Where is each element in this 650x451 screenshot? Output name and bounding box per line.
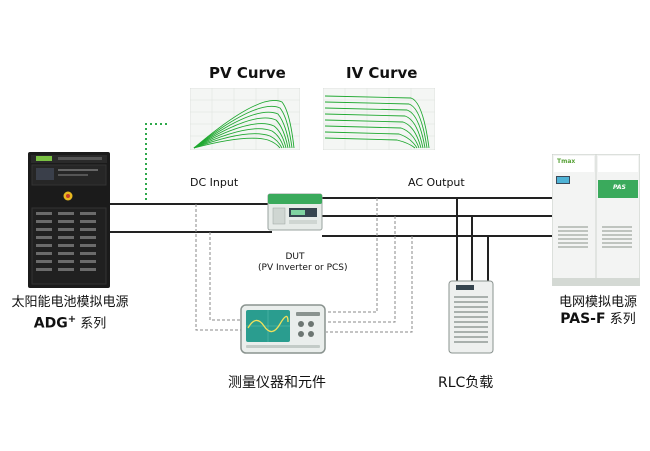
ac-output-label: AC Output [408,176,465,189]
iv-curve-chart [323,88,435,150]
solar-simulator-cabinet [28,152,110,288]
oscilloscope [240,304,326,354]
grid-sim-brand-mark: Tmax [557,158,576,165]
solar-sim-caption: 太阳能电池模拟电源 ADG+ 系列 [0,294,140,332]
solar-sim-caption-cn: 太阳能电池模拟电源 [11,295,129,310]
solar-sim-model: ADG [33,315,68,332]
probe-lead-1 [195,204,244,331]
dut-label-line2: (PV Inverter or PCS) [258,263,348,273]
pv-curve-chart [190,88,300,150]
grid-sim-caption-model-line: PAS-F 系列 [550,311,646,328]
probe-lead-3 [326,198,378,313]
probe-lead-5 [326,236,413,333]
grid-sim-caption: 电网模拟电源 PAS-F 系列 [550,294,646,328]
solar-sim-series: 系列 [76,316,107,332]
probe-lead-4 [326,216,396,323]
grid-sim-panel-mark: PAS [613,184,626,191]
instruments-caption: 测量仪器和元件 [228,375,326,391]
rlc-caption: RLC负载 [438,375,494,391]
dut-label: DUT (PV Inverter or PCS) [258,252,348,274]
grid-sim-caption-cn: 电网模拟电源 [558,295,637,310]
iv-curve-title: IV Curve [346,64,418,82]
grid-simulator-cabinet [552,154,640,286]
solar-sim-caption-model-line: ADG+ 系列 [0,311,140,332]
dc-input-label: DC Input [190,176,239,189]
curve-link-dotted [145,123,168,205]
grid-sim-model: PAS-F [560,311,606,327]
solar-sim-model-sup: + [67,314,77,325]
grid-sim-series: 系列 [605,312,636,327]
pv-curve-title: PV Curve [209,64,286,82]
dut-inverter [267,193,323,231]
rlc-load-cabinet [448,280,494,354]
dut-label-line1: DUT [285,252,305,262]
probe-lead-2 [209,232,244,321]
